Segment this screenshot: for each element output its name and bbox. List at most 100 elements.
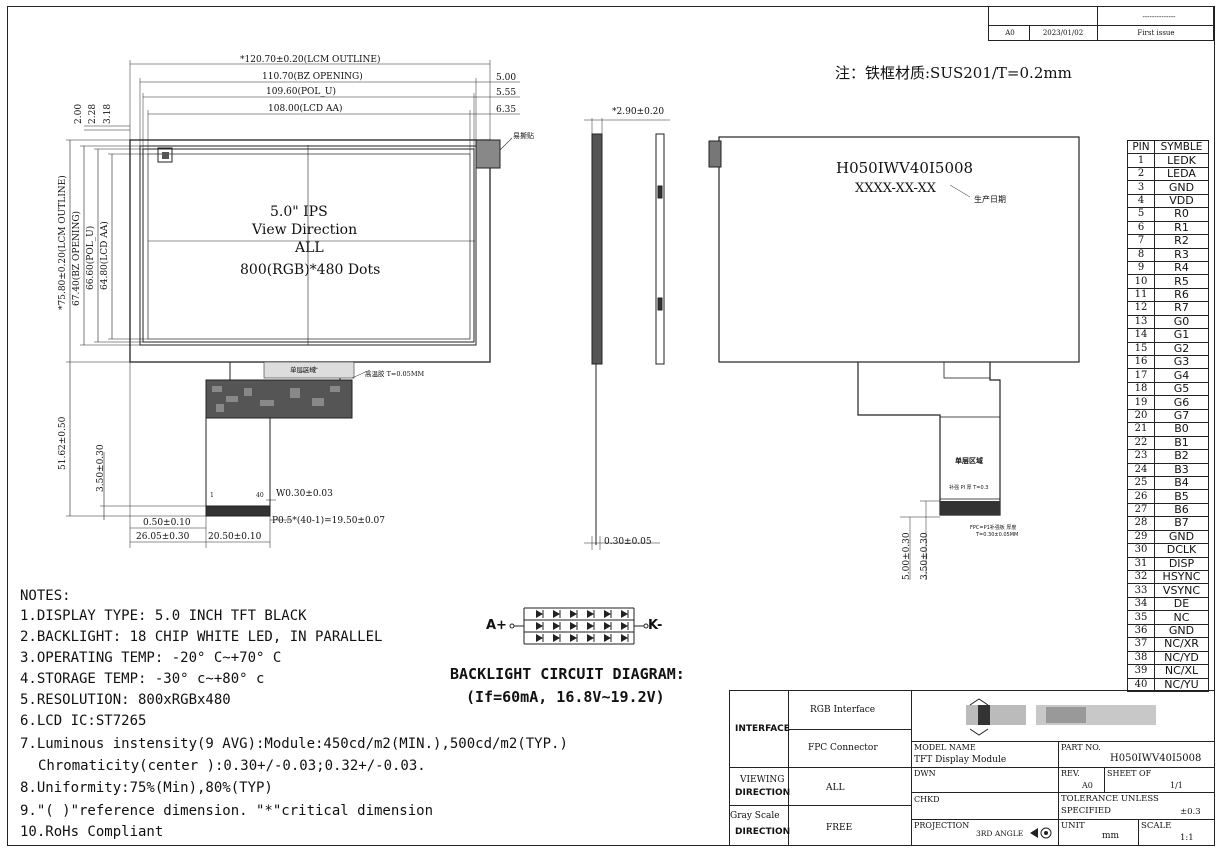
pin-number: 33	[1127, 583, 1155, 598]
projection-label: PROJECTION	[914, 821, 970, 830]
pin-number: 10	[1127, 274, 1155, 289]
viewing-value: ALL	[826, 783, 845, 793]
note-item: 3.OPERATING TEMP: -20° C~+70° C	[20, 650, 282, 666]
scale-value: 1:1	[1180, 833, 1194, 843]
pin-number: 30	[1127, 543, 1155, 558]
view-direction-label: View Direction	[252, 222, 358, 238]
pin-symbol: G7	[1154, 408, 1209, 424]
sheet-value: 1/1	[1170, 781, 1183, 790]
note-item: 10.RoHs Compliant	[20, 824, 164, 840]
pin-symbol: B7	[1154, 516, 1209, 531]
pin-number: 27	[1127, 502, 1155, 518]
pin-number: 19	[1127, 395, 1155, 410]
revision-description: First issue	[1137, 29, 1175, 37]
dim-lcm-width: *120.70±0.20(LCM OUTLINE)	[240, 55, 381, 65]
pin-number: 20	[1127, 408, 1155, 424]
dim-pin-width: W0.30±0.03	[276, 489, 333, 499]
led-diode-icon	[553, 634, 560, 642]
pin-symbol: GND	[1154, 529, 1209, 545]
pin-number: 22	[1127, 435, 1155, 451]
backlight-title: BACKLIGHT CIRCUIT DIAGRAM:	[450, 665, 685, 683]
led-diode-icon	[553, 610, 560, 618]
pin-number: 35	[1127, 610, 1155, 625]
pin-symbol: B1	[1154, 435, 1209, 451]
single-layer-label: 单层区域	[290, 366, 316, 374]
note-item: 5.RESOLUTION: 800xRGBx480	[20, 692, 231, 708]
dim-top-1: 2.00	[74, 103, 84, 124]
pin-column-header: PIN	[1127, 139, 1155, 155]
pin-symbol: NC/XL	[1154, 664, 1209, 679]
back-dim-a: 5.00±0.30	[902, 532, 912, 580]
note-item: 6.LCD IC:ST7265	[20, 713, 147, 729]
pull-tab-label: 易撕贴	[513, 132, 534, 140]
checked-by-label: CHKD	[914, 795, 940, 804]
revision-value: A0	[1082, 781, 1093, 790]
pin-40-label: 40	[256, 492, 264, 499]
dim-right-1: 5.00	[496, 73, 517, 83]
note-item: 1.DISPLAY TYPE: 5.0 INCH TFT BLACK	[20, 608, 307, 624]
led-diode-icon	[587, 610, 594, 618]
fpc-note-1: FPC=P1补强板 厚度	[970, 525, 1017, 531]
led-diode-icon	[553, 622, 560, 630]
dim-right-2: 5.55	[496, 88, 517, 98]
rgb-interface-label: RGB Interface	[810, 705, 876, 715]
pin-number: 6	[1127, 220, 1155, 236]
note-item: 7.Luminous instensity(9 AVG):Module:450c…	[20, 736, 568, 752]
led-diode-icon	[536, 610, 543, 618]
led-diode-icon	[570, 622, 577, 630]
model-name-value: TFT Display Module	[914, 755, 1007, 765]
led-diode-icon	[604, 634, 611, 642]
pin-symbol: G5	[1154, 381, 1209, 397]
unit-value: mm	[1102, 831, 1120, 841]
pin-symbol: R7	[1154, 301, 1209, 316]
pin-symbol: VSYNC	[1154, 583, 1209, 598]
revision-header: --------------	[1142, 13, 1176, 21]
projection-angle: 3RD ANGLE	[976, 829, 1024, 838]
tolerance-label-1: TOLERANCE UNLESS	[1061, 794, 1159, 804]
note-item: 8.Uniformity:75%(Min),80%(TYP)	[20, 780, 273, 796]
pin-number: 3	[1127, 180, 1155, 195]
frame-material-note: 注：铁框材质:SUS201/T=0.2mm	[835, 64, 1072, 82]
pin-symbol: R6	[1154, 287, 1209, 303]
dim-lcm-height: *75.80±0.20(LCM OUTLINE)	[58, 175, 68, 310]
sheet-label: SHEET OF	[1107, 769, 1152, 778]
dim-left-edge: 26.05±0.30	[136, 532, 190, 542]
model-name-label: MODEL NAME	[914, 743, 976, 752]
pin-symbol: LEDK	[1154, 153, 1209, 168]
pin-symbol: B6	[1154, 502, 1209, 518]
company-logo	[966, 705, 1162, 725]
pin-symbol: R3	[1154, 247, 1209, 262]
pin-symbol: B5	[1154, 489, 1209, 504]
symbol-column-header: SYMBLE	[1154, 139, 1209, 155]
led-diode-icon	[621, 610, 628, 618]
led-diode-icon	[604, 610, 611, 618]
pin-number: 36	[1127, 623, 1155, 639]
pin-symbol: G2	[1154, 341, 1209, 357]
pin-number: 29	[1127, 529, 1155, 545]
dim-fpc-thickness: 0.30±0.05	[604, 537, 652, 547]
scale-label: SCALE	[1141, 821, 1172, 831]
pin-symbol: VDD	[1154, 193, 1209, 209]
revision-code: A0	[1005, 29, 1015, 37]
led-diode-icon	[604, 622, 611, 630]
led-diode-icon	[621, 634, 628, 642]
pin-symbol: R5	[1154, 274, 1209, 289]
screen-size-label: 5.0" IPS	[270, 204, 328, 220]
third-angle-projection-icon	[1030, 827, 1052, 839]
notes-title: NOTES:	[20, 588, 71, 604]
